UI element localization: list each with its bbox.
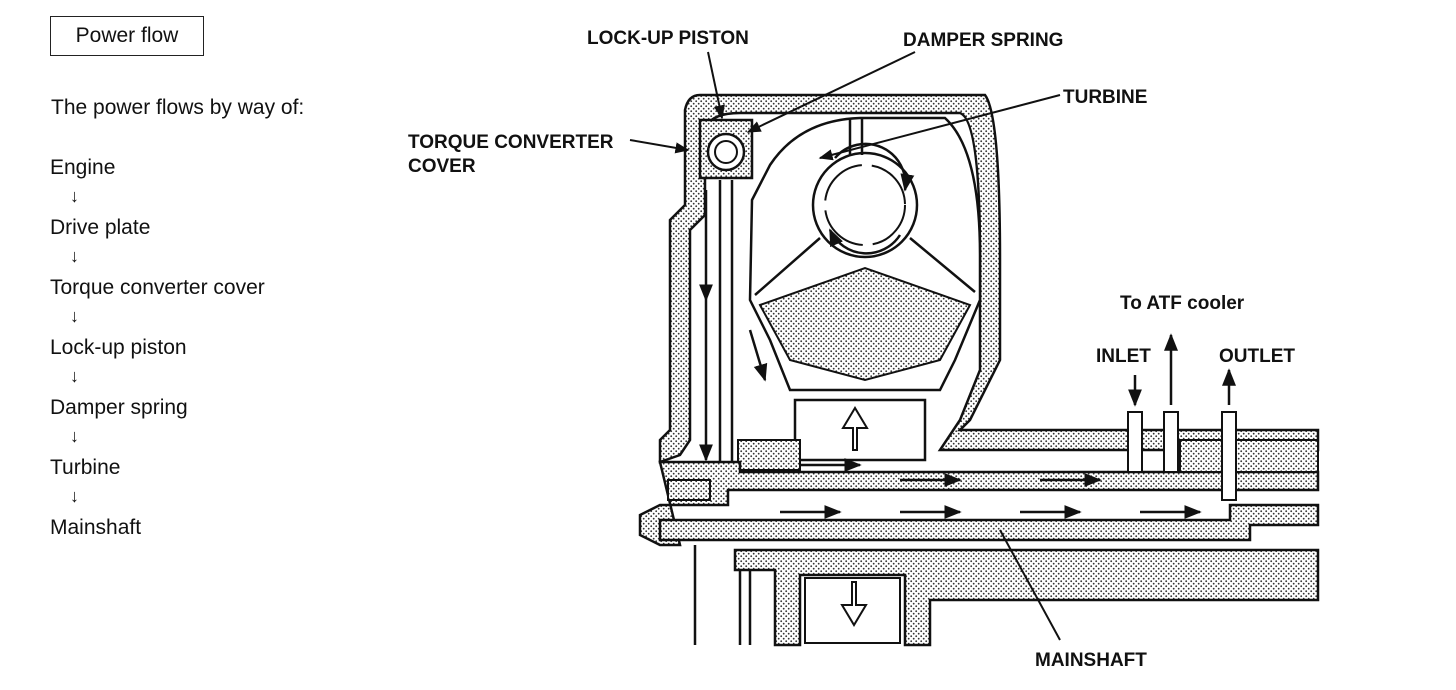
- flow-arrows: [699, 142, 1236, 519]
- leader-lines: [629, 51, 1061, 641]
- down-arrow-icon: ↓: [70, 246, 79, 266]
- label-outlet: OUTLET: [1219, 346, 1295, 367]
- intro-text: The power flows by way of:: [51, 96, 305, 119]
- down-arrow-icon: ↓: [70, 366, 79, 386]
- turbine-chamber: [748, 116, 982, 392]
- label-inlet: INLET: [1096, 346, 1151, 367]
- step-mainshaft: Mainshaft: [50, 516, 142, 539]
- step-lockup-piston: Lock-up piston: [50, 336, 187, 359]
- step-engine: Engine: [50, 156, 116, 179]
- label-mainshaft: MAINSHAFT: [1035, 650, 1147, 671]
- down-arrow-icon: ↓: [70, 186, 79, 206]
- lockup-piston: [698, 118, 754, 470]
- label-cover: COVER: [408, 156, 476, 177]
- atf-ports: [1127, 411, 1237, 501]
- step-damper-spring: Damper spring: [50, 396, 188, 419]
- label-lockup-piston: LOCK-UP PISTON: [587, 28, 749, 49]
- power-flow-title: Power flow: [50, 16, 204, 56]
- label-torque-converter: TORQUE CONVERTER: [408, 132, 614, 153]
- down-arrow-icon: ↓: [70, 306, 79, 326]
- step-drive-plate: Drive plate: [50, 216, 151, 239]
- step-turbine: Turbine: [50, 456, 121, 479]
- down-arrow-icon: ↓: [70, 426, 79, 446]
- stator-hub: [737, 398, 927, 471]
- down-arrow-icon: ↓: [70, 486, 79, 506]
- step-torque-converter-cover: Torque converter cover: [50, 276, 265, 299]
- label-turbine: TURBINE: [1063, 87, 1147, 108]
- mainshaft-assembly: [638, 439, 1320, 647]
- converter-cover: [658, 93, 1320, 464]
- label-atf-cooler: To ATF cooler: [1120, 293, 1245, 314]
- label-damper-spring: DAMPER SPRING: [903, 30, 1063, 51]
